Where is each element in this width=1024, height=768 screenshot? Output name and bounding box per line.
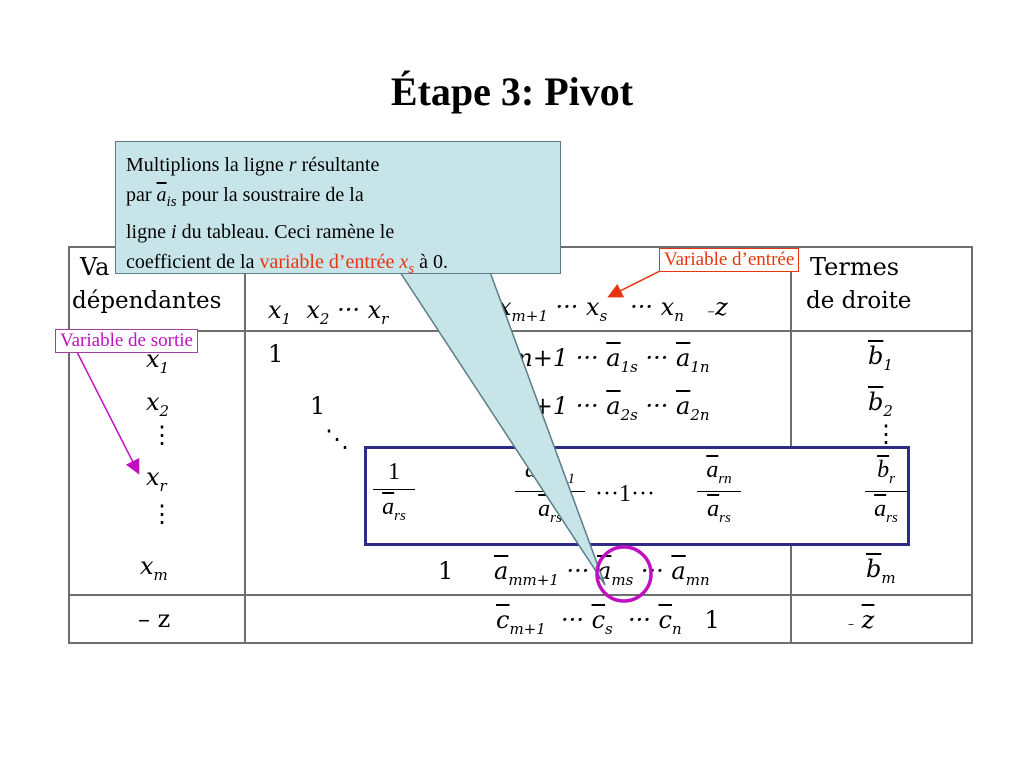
var-xr: xr (146, 463, 167, 495)
callout-line-1: Multiplions la ligne r résultante (126, 154, 380, 176)
frac-arn-over-ars: arn ars (697, 457, 741, 527)
identity-2: 1 (310, 392, 326, 420)
callout-line-4: coefficient de la variable d’entrée xs à… (126, 251, 448, 277)
rhs-vdots: ⋮ (874, 420, 898, 448)
slide-title: Étape 3: Pivot (390, 69, 634, 114)
entering-variable-label: Variable d’entrée (659, 248, 800, 272)
mid-dots-one: ···1··· (595, 481, 655, 507)
rhs-minus-z: – z (848, 606, 875, 634)
var-x2: x2 (146, 388, 170, 420)
callout-tail (398, 271, 606, 586)
header-right-2: de droite (806, 288, 912, 314)
header-left-1: Va (80, 253, 110, 281)
leaving-variable-label: Variable de sortie (55, 329, 198, 353)
explanation-callout: Multiplions la ligne r résultante par ai… (115, 141, 561, 277)
col-divider-left (244, 246, 246, 644)
identity-1: 1 (268, 340, 284, 368)
header-left-2: dépendantes (72, 288, 222, 314)
row2-coeffs: m+1 ··· a2s ··· a2n (510, 392, 710, 424)
col-divider-right (790, 246, 792, 644)
leaving-arrow (75, 349, 140, 475)
rowm-coeffs: amm+1 ··· ams ··· amn (494, 557, 710, 589)
var-vdots-1: ⋮ (150, 421, 174, 449)
identity-m: 1 (438, 557, 454, 585)
rhs-bm: bm (866, 555, 896, 587)
entering-arrow (607, 269, 663, 298)
callout-line-3: ligne i du tableau. Ceci ramène le (126, 221, 395, 243)
var-xm: xm (140, 552, 168, 584)
rhs-b2: b2 (868, 388, 893, 420)
callout-line-2: par ais pour la soustraire de la (126, 184, 364, 210)
frac-br-over-ars: br ars (865, 457, 907, 527)
header-divider (68, 330, 973, 332)
pivot-row-formula: 1 ars ar m+1 ars ···1··· arn ars br ars (364, 446, 910, 546)
objective-divider (68, 594, 973, 596)
pivot-circle (595, 545, 653, 603)
header-right-1: Termes (810, 253, 900, 281)
minus-z-left: – z (138, 605, 171, 633)
var-vdots-2: ⋮ (150, 500, 174, 528)
rhs-b1: b1 (868, 342, 893, 374)
identity-dots: ⋱ (325, 425, 349, 453)
frac-one-over-ars: 1 ars (373, 459, 415, 525)
header-vars-basic: x1 x2 ··· xr (268, 296, 389, 328)
reduced-costs: cm+1 ··· cs ··· cn 1 (496, 606, 720, 638)
